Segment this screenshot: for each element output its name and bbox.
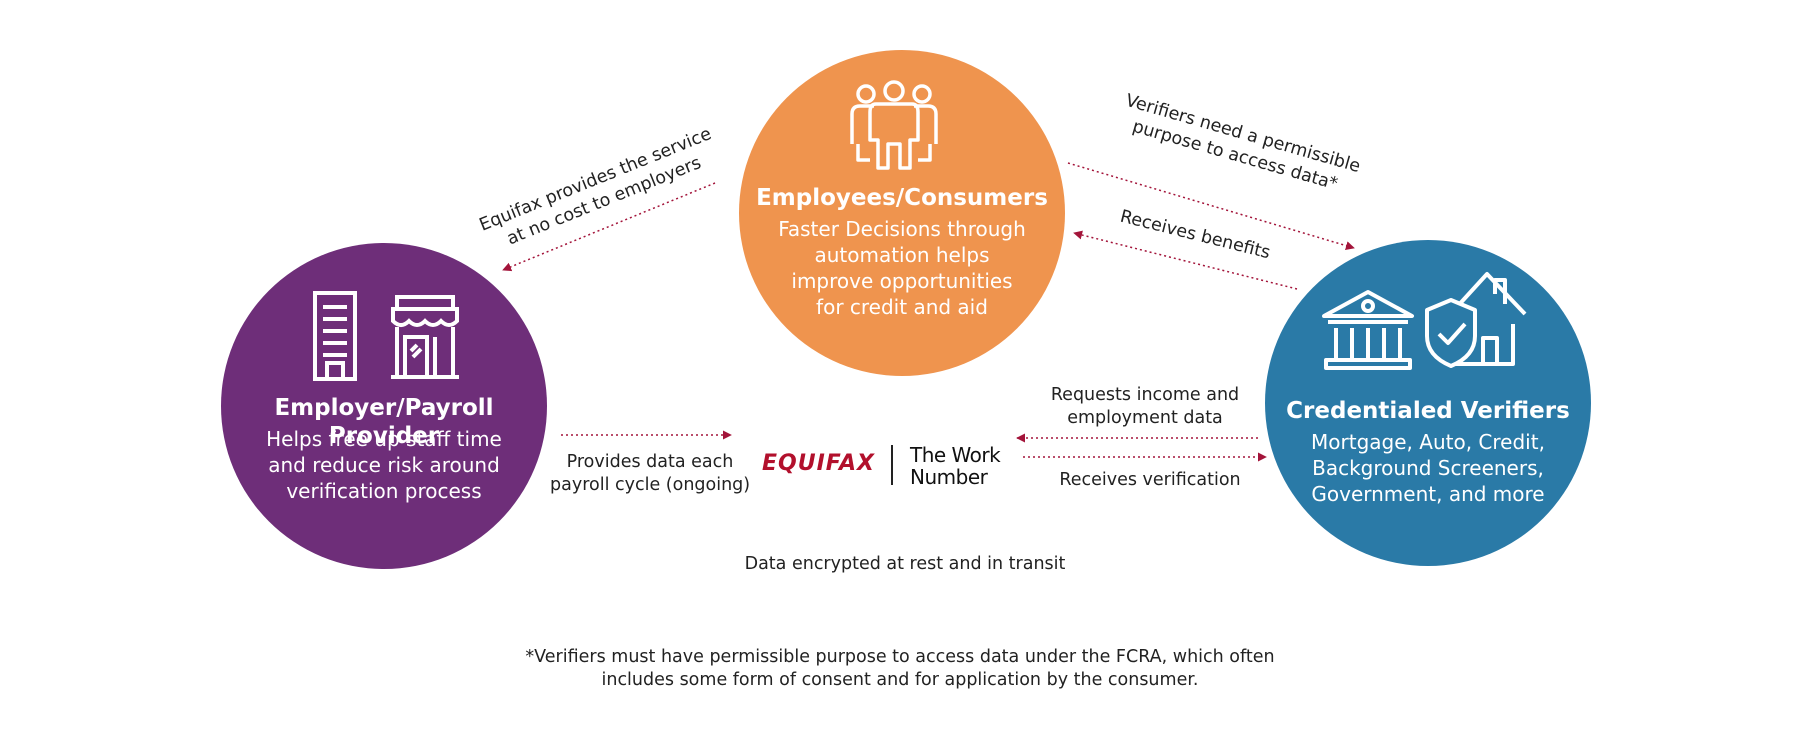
encryption-note: Data encrypted at rest and in transit — [700, 553, 1110, 576]
verifiers-description: Mortgage, Auto, Credit, Background Scree… — [1311, 430, 1545, 506]
bank-icon — [1322, 290, 1414, 370]
office-building-icon — [313, 291, 357, 381]
requests-data-label: Requests income and employment data — [1035, 384, 1255, 430]
encryption-note-text: Data encrypted at rest and in transit — [744, 554, 1066, 574]
receives-verification-text: Receives verification — [1059, 470, 1241, 490]
provides-data-line1: Provides data each — [566, 452, 734, 472]
footnote-line1: *Verifiers must have permissible purpose… — [525, 647, 1275, 667]
equifax-logo: EQUIFAX — [762, 451, 875, 476]
footnote-line2: includes some form of consent and for ap… — [601, 670, 1199, 690]
arrow-equifax-to-employer — [502, 182, 716, 272]
brand-divider — [891, 445, 893, 485]
employer-title: Employer/Payroll Provider — [274, 395, 494, 449]
the-work-number-line1: The Work — [910, 443, 1001, 467]
people-group-icon — [850, 80, 938, 170]
consumers-title: Employees/Consumers — [756, 185, 1048, 211]
requests-data-line2: employment data — [1067, 408, 1223, 428]
footnote: *Verifiers must have permissible purpose… — [450, 646, 1350, 692]
shield-house-icon — [1425, 272, 1527, 368]
requests-data-line1: Requests income and — [1050, 385, 1240, 405]
verifiers-node: Credentialed Verifiers Mortgage, Auto, C… — [1265, 240, 1591, 566]
storefront-icon — [391, 295, 459, 379]
employer-description: Helps free up staff time and reduce risk… — [266, 427, 502, 503]
provides-data-line2: payroll cycle (ongoing) — [550, 475, 751, 495]
provides-data-label: Provides data each payroll cycle (ongoin… — [550, 451, 750, 497]
receives-verification-label: Receives verification — [1050, 469, 1250, 492]
consumers-node: Employees/Consumers Faster Decisions thr… — [739, 50, 1065, 376]
verifiers-title: Credentialed Verifiers — [1286, 398, 1570, 424]
the-work-number-line2: Number — [910, 465, 988, 489]
consumers-description: Faster Decisions through automation help… — [778, 217, 1026, 319]
employer-node: Employer/Payroll Provider Helps free up … — [221, 243, 547, 569]
arrow-verifiers-to-consumers — [1073, 230, 1298, 290]
the-work-number-logo: The Work Number — [910, 443, 1001, 489]
